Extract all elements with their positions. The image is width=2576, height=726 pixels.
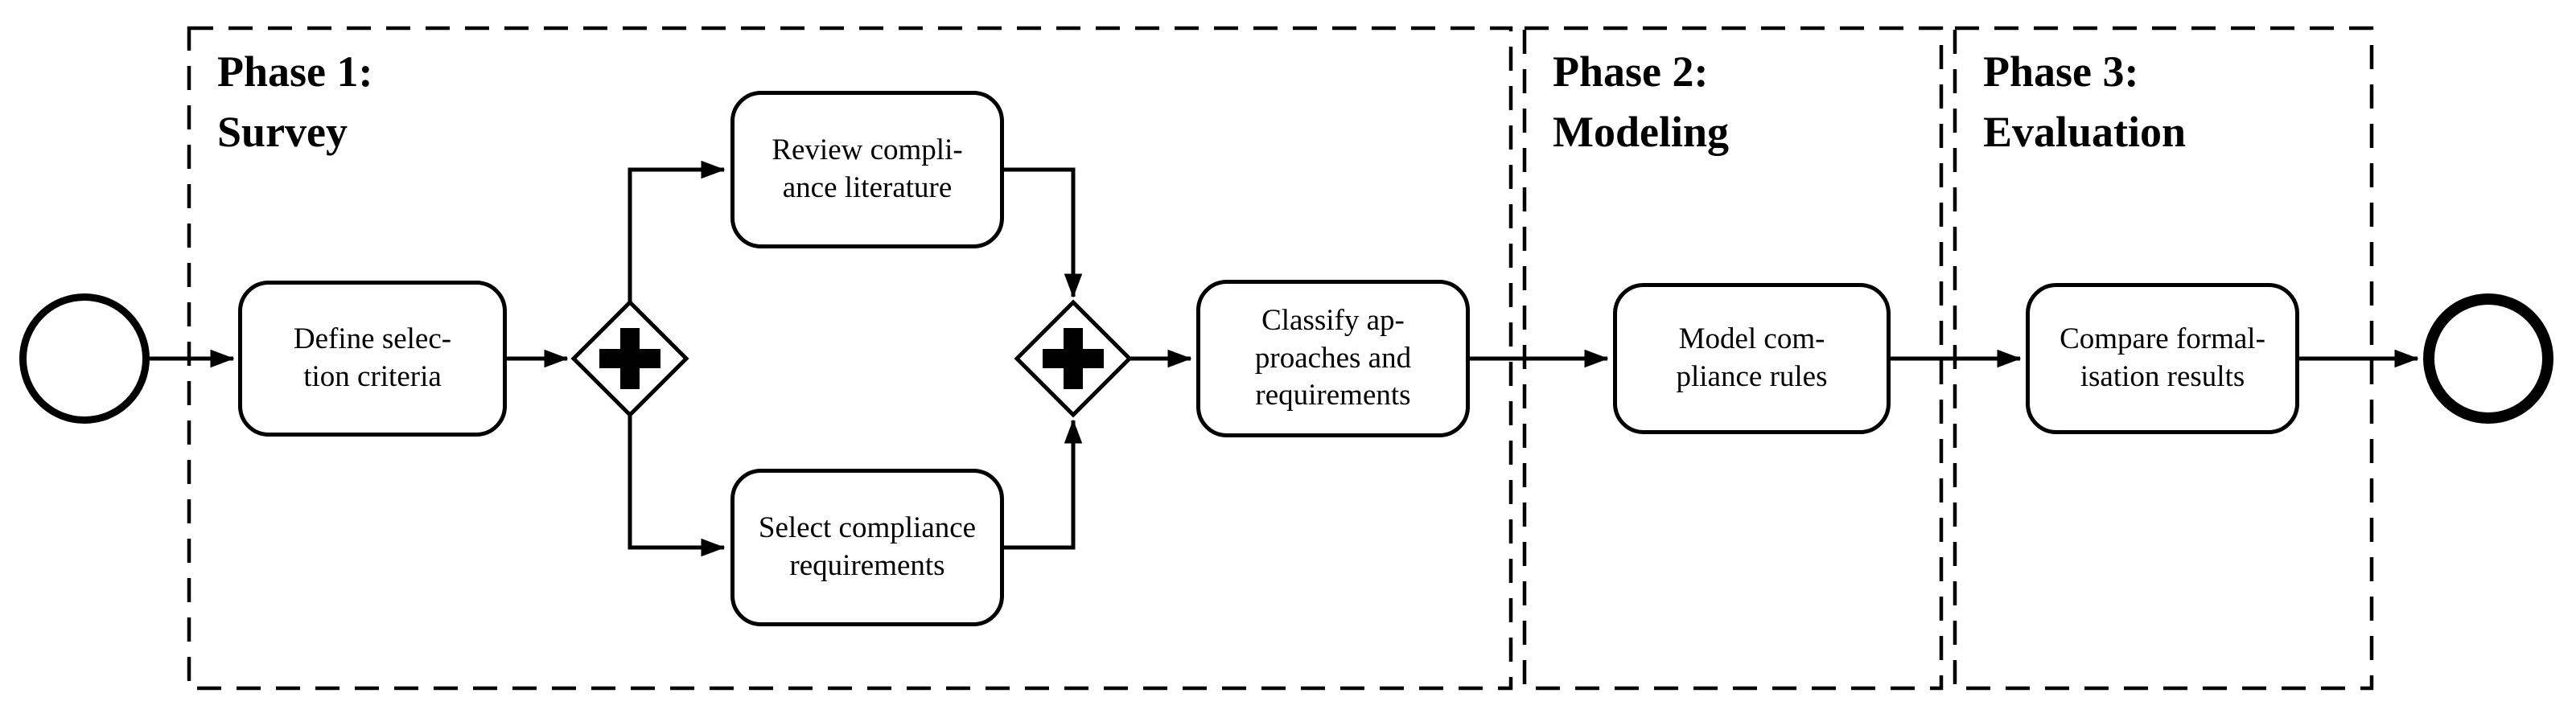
- flow-select-to-join-gateway: [1004, 419, 1083, 550]
- end-event: [2423, 293, 2553, 424]
- flow-review-to-join-gateway: [1004, 167, 1083, 298]
- task-classify-approaches-and-requirements: Classify ap- proaches and requirements: [1196, 280, 1470, 437]
- plus-icon: [1043, 328, 1104, 389]
- task-model-compliance-rules: Model com- pliance rules: [1613, 283, 1891, 434]
- start-event: [19, 293, 150, 424]
- parallel-gateway-split: [570, 299, 689, 418]
- task-review-compliance-literature: Review compli- ance literature: [730, 91, 1004, 248]
- task-select-compliance-requirements: Select compliance requirements: [730, 469, 1004, 626]
- plus-icon: [599, 328, 660, 389]
- flow-split-gateway-to-review: [628, 160, 726, 306]
- phase-1-label: Phase 1: Survey: [217, 47, 373, 156]
- flow-split-gateway-to-select: [628, 412, 726, 557]
- parallel-gateway-join: [1014, 299, 1133, 418]
- task-compare-formalisation-results: Compare formal- isation results: [2026, 283, 2299, 434]
- phase-3-label: Phase 3: Evaluation: [1983, 47, 2187, 156]
- task-define-selection-criteria: Define selec- tion criteria: [238, 281, 507, 437]
- phase-2-label: Phase 2: Modeling: [1553, 47, 1730, 156]
